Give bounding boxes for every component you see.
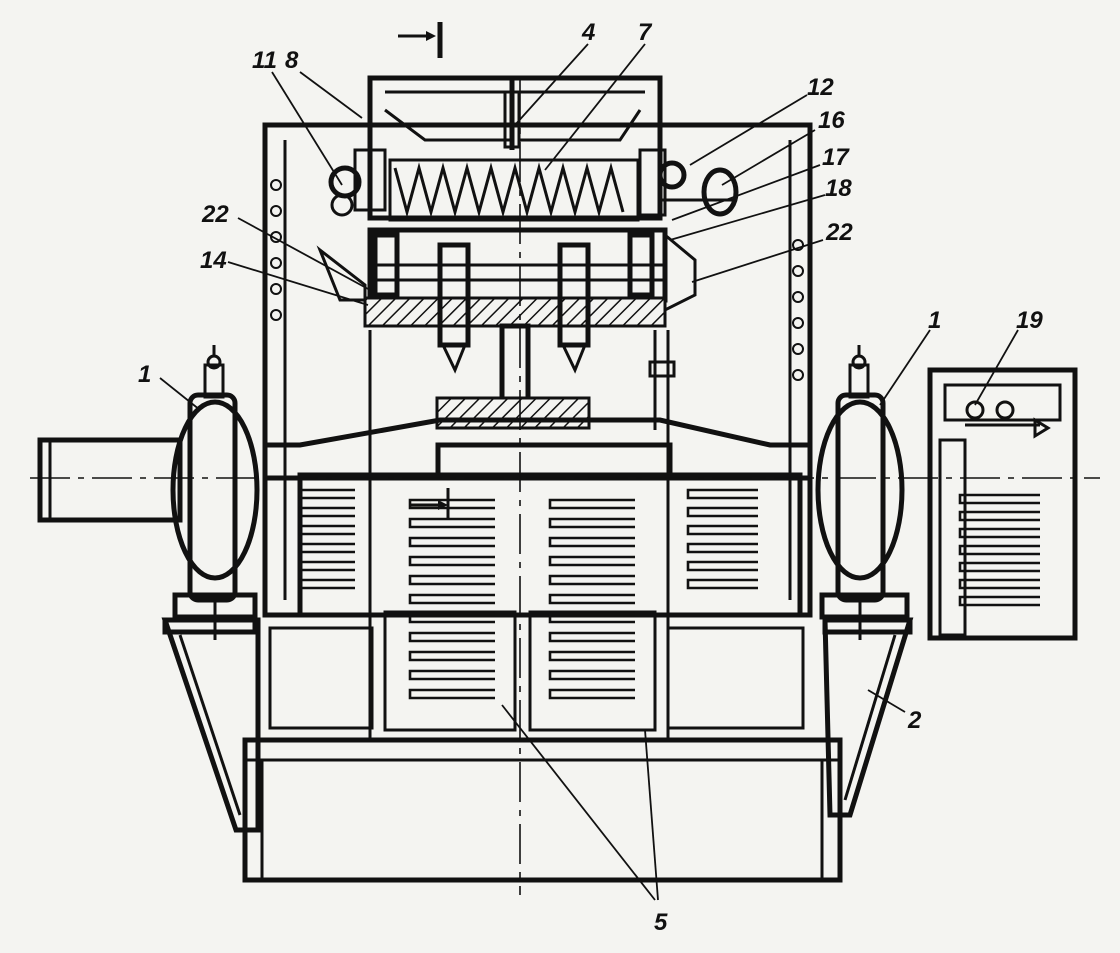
- vent-hole: [270, 309, 282, 321]
- airflow-arrow: [410, 488, 450, 520]
- callout-19: 19: [1016, 307, 1043, 334]
- callout-5: 5: [654, 909, 668, 936]
- vent-hole: [792, 291, 804, 303]
- slot-bar: [548, 593, 635, 605]
- slot-bar: [408, 536, 495, 548]
- slot-bar: [408, 593, 495, 605]
- slot-bar: [686, 560, 758, 572]
- callout-7: 7: [638, 19, 653, 46]
- slot-bar: [548, 631, 635, 643]
- vent-hole: [792, 239, 804, 251]
- callout-17: 17: [822, 144, 850, 171]
- slot-bar: [686, 542, 758, 554]
- vent-hole: [270, 257, 282, 269]
- slot-bar: [408, 631, 495, 643]
- callout-1-left: 1: [138, 361, 151, 388]
- brush-rocker-assembly: [316, 227, 697, 313]
- slot-bar: [548, 498, 635, 510]
- callout-22-right: 22: [825, 219, 853, 246]
- slot-bar: [958, 578, 1040, 590]
- slot-bar: [958, 527, 1040, 539]
- slot-bar: [298, 524, 355, 536]
- vent-hole: [792, 343, 804, 355]
- base-frame: [242, 610, 843, 883]
- center-column: [435, 323, 676, 430]
- callout-2: 2: [907, 707, 922, 734]
- section-marker: [398, 22, 443, 58]
- vent-hole: [792, 265, 804, 277]
- slot-bar: [548, 574, 635, 586]
- slot-bar: [958, 544, 1040, 556]
- callout-12: 12: [807, 74, 834, 101]
- slot-bar: [686, 488, 758, 500]
- callout-1-right: 1: [928, 307, 941, 334]
- callout-11: 11: [252, 47, 277, 74]
- vent-hole: [270, 205, 282, 217]
- vent-hole: [270, 179, 282, 191]
- slot-bar: [298, 578, 355, 590]
- callout-16: 16: [818, 107, 845, 134]
- winding-slots: [298, 488, 1040, 700]
- brush-holder-right: [638, 148, 739, 217]
- slot-bar: [958, 561, 1040, 573]
- slot-bar: [298, 542, 355, 554]
- side-wall-vent-holes: [270, 179, 804, 381]
- callout-4: 4: [581, 19, 595, 46]
- callout-labels: I 1 1 2 4 5 7 8 11 12 14 16 17 18 19 22 …: [138, 19, 1043, 936]
- bearing-right: [815, 345, 913, 640]
- brush-holder-left: [328, 148, 387, 217]
- slot-bar: [686, 506, 758, 518]
- callout-18: 18: [825, 175, 852, 202]
- slot-bar: [408, 669, 495, 681]
- top-cover-box: [367, 75, 663, 221]
- callout-22-left: 22: [201, 201, 229, 228]
- slot-bar: [958, 510, 1040, 522]
- slot-bar: [408, 555, 495, 567]
- vent-hole: [792, 369, 804, 381]
- vent-hole: [792, 317, 804, 329]
- vent-hole: [270, 283, 282, 295]
- slot-bar: [548, 517, 635, 529]
- slot-bar: [408, 517, 495, 529]
- slot-bar: [958, 595, 1040, 607]
- slot-bar: [298, 506, 355, 518]
- slot-bar: [958, 493, 1040, 505]
- bolt-left: [437, 242, 471, 374]
- slot-bar: [408, 688, 495, 700]
- slot-bar: [298, 488, 355, 500]
- bearing-left: [162, 345, 260, 640]
- slot-bar: [548, 688, 635, 700]
- bolt-right: [557, 242, 591, 374]
- slot-bar: [548, 612, 635, 624]
- hatched-center-block: [435, 396, 591, 430]
- hatched-support-plate: [363, 296, 667, 328]
- slot-bar: [686, 578, 758, 590]
- slot-bar: [548, 650, 635, 662]
- callout-14: 14: [200, 247, 227, 274]
- slot-bar: [408, 650, 495, 662]
- slot-bar: [408, 612, 495, 624]
- callout-8: 8: [285, 47, 299, 74]
- slot-bar: [548, 555, 635, 567]
- slot-bar: [408, 574, 495, 586]
- slot-bar: [686, 524, 758, 536]
- leader-lines: [159, 43, 1019, 901]
- slot-bar: [548, 669, 635, 681]
- slot-bar: [548, 536, 635, 548]
- slot-bar: [298, 560, 355, 572]
- commutator-coil: [388, 158, 640, 222]
